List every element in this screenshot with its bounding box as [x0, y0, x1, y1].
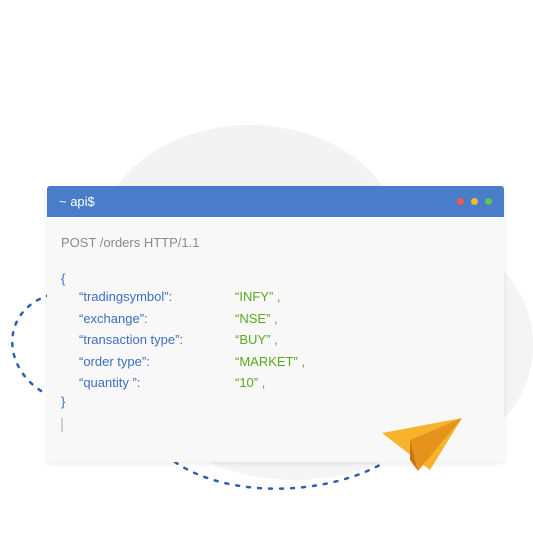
paper-plane-icon: [382, 418, 462, 471]
json-field: “tradingsymbol”: “INFY” ,: [61, 286, 504, 308]
json-field: “order type”: “MARKET” ,: [61, 351, 504, 373]
maximize-dot-icon[interactable]: [485, 198, 492, 205]
close-brace: }: [61, 393, 66, 409]
json-value: “BUY” ,: [235, 332, 278, 348]
json-key: “quantity ”:: [79, 375, 141, 391]
json-value: “MARKET” ,: [235, 353, 306, 369]
json-value: “10” ,: [235, 375, 266, 391]
json-key: “exchange”:: [79, 310, 148, 326]
request-body: POST /orders HTTP/1.1 { “tradingsymbol”:…: [47, 217, 504, 432]
json-key: “tradingsymbol”:: [79, 289, 173, 305]
json-field: “transaction type”: “BUY” ,: [61, 329, 504, 351]
window-titlebar: ~ api$: [47, 186, 504, 217]
json-value: “INFY” ,: [235, 289, 281, 305]
json-key: “order type”:: [79, 353, 150, 369]
api-console-window: ~ api$ POST /orders HTTP/1.1 { “tradings…: [47, 186, 504, 462]
json-field: “quantity ”: “10” ,: [61, 372, 504, 394]
window-controls-icon: [457, 198, 492, 205]
json-value: “NSE” ,: [235, 310, 278, 326]
open-brace: {: [61, 271, 66, 286]
request-line: POST /orders HTTP/1.1: [61, 235, 200, 250]
window-title: ~ api$: [59, 194, 95, 209]
json-key: “transaction type”:: [79, 332, 184, 348]
minimize-dot-icon[interactable]: [471, 198, 478, 205]
text-cursor[interactable]: [61, 417, 63, 432]
json-field: “exchange”: “NSE” ,: [61, 308, 504, 330]
close-dot-icon[interactable]: [457, 198, 464, 205]
